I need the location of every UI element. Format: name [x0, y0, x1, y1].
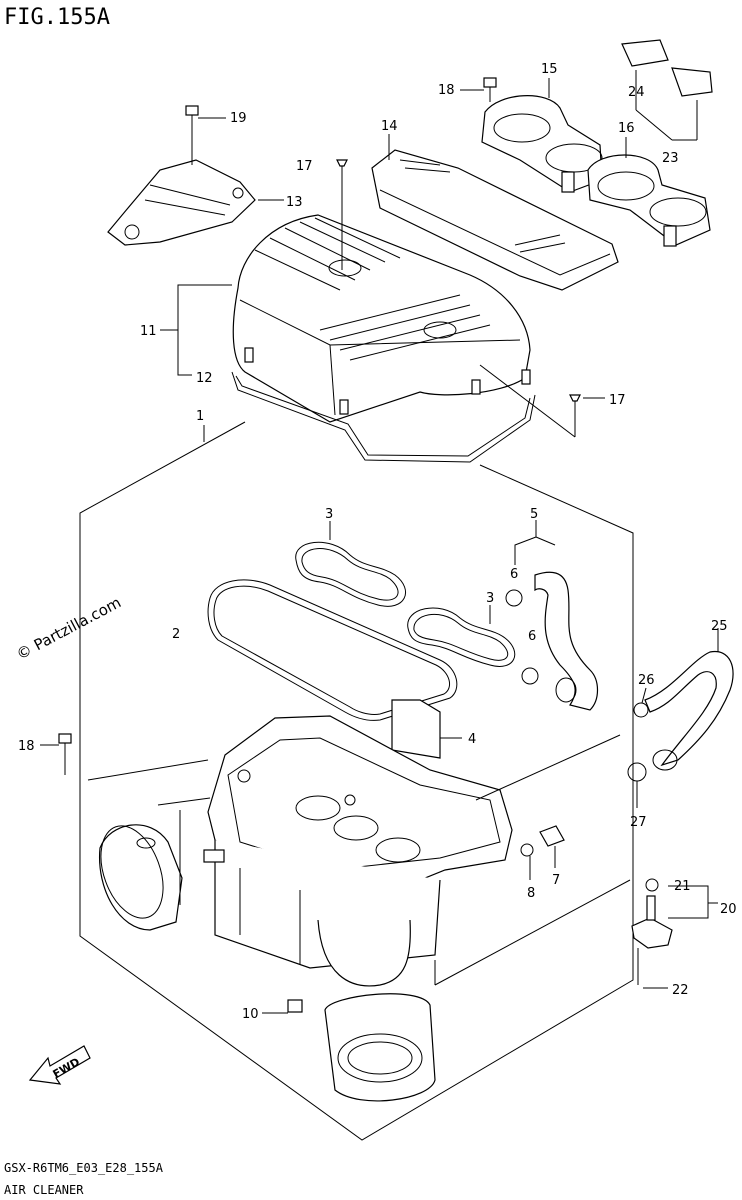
cover-gasket[interactable] [231, 371, 536, 463]
clamp-6-upper[interactable] [505, 589, 523, 607]
callout-6-upper[interactable]: 6 [510, 567, 518, 582]
hose-5[interactable] [514, 520, 599, 711]
callout-22[interactable]: 22 [672, 983, 689, 998]
callout-3-right[interactable]: 3 [486, 591, 494, 606]
bolt-18-top[interactable] [460, 77, 497, 102]
footer-code: GSX-R6TM6_E03_E28_155A [4, 1161, 164, 1175]
callout-3-left[interactable]: 3 [325, 507, 333, 522]
callout-17-right[interactable]: 17 [609, 393, 626, 408]
callout-20[interactable]: 20 [720, 902, 737, 917]
callout-6-lower[interactable]: 6 [528, 629, 536, 644]
sensor-24[interactable] [621, 39, 713, 141]
bracket-13[interactable] [107, 159, 256, 246]
callout-8[interactable]: 8 [527, 886, 535, 901]
callout-11[interactable]: 11 [140, 324, 157, 339]
callout-16[interactable]: 16 [618, 121, 635, 136]
sensor-20[interactable] [631, 878, 718, 989]
clamp-27[interactable] [627, 762, 647, 808]
callout-2[interactable]: 2 [172, 627, 180, 642]
seal-3-left[interactable] [295, 541, 406, 607]
callout-23[interactable]: 23 [662, 151, 679, 166]
funnel-15[interactable] [481, 95, 603, 193]
cap-7[interactable] [539, 825, 565, 868]
air-cleaner-cover[interactable] [232, 214, 531, 423]
seal-2[interactable] [207, 579, 458, 721]
callout-24[interactable]: 24 [628, 85, 645, 100]
hose-25[interactable] [644, 628, 734, 771]
lower-duct[interactable] [324, 993, 436, 1102]
callout-26[interactable]: 26 [638, 673, 655, 688]
clamp-6-lower[interactable] [521, 667, 539, 685]
callout-10[interactable]: 10 [242, 1007, 259, 1022]
bolt-10[interactable] [262, 999, 303, 1014]
assembly-frame [79, 421, 634, 1141]
clamp-8[interactable] [520, 843, 534, 880]
callout-19[interactable]: 19 [230, 111, 247, 126]
bolt-18-left[interactable] [40, 733, 72, 775]
screw-17-top[interactable] [336, 159, 348, 270]
callout-1[interactable]: 1 [196, 409, 204, 424]
fwd-arrow: FWD [28, 1045, 91, 1085]
callout-12[interactable]: 12 [196, 371, 213, 386]
inlet-boot[interactable] [89, 817, 183, 931]
element-4[interactable] [391, 699, 462, 759]
callout-5[interactable]: 5 [530, 507, 538, 522]
callout-25[interactable]: 25 [711, 619, 728, 634]
callout-17-top[interactable]: 17 [296, 159, 313, 174]
callout-18-left[interactable]: 18 [18, 739, 35, 754]
watermark: © Partzilla.com [13, 593, 124, 663]
screw-17-right[interactable] [479, 364, 605, 438]
clamp-26[interactable] [633, 687, 649, 718]
callout-27[interactable]: 27 [630, 815, 647, 830]
dashed-guides [87, 734, 631, 986]
figure-title: FIG.155A [4, 5, 110, 30]
bolt-19[interactable] [185, 105, 226, 165]
callout-13[interactable]: 13 [286, 195, 303, 210]
callout-14[interactable]: 14 [381, 119, 398, 134]
seal-3-right[interactable] [407, 607, 516, 667]
funnel-16[interactable] [587, 154, 711, 247]
callout-4[interactable]: 4 [468, 732, 476, 747]
callout-18-top[interactable]: 18 [438, 83, 455, 98]
callout-7[interactable]: 7 [552, 873, 560, 888]
callout-11-bracket [160, 284, 232, 376]
air-box-case[interactable] [203, 715, 513, 987]
intake-duct-14[interactable] [371, 149, 619, 291]
callout-15[interactable]: 15 [541, 62, 558, 77]
footer-name: AIR CLEANER [4, 1183, 84, 1197]
callout-21[interactable]: 21 [674, 879, 691, 894]
